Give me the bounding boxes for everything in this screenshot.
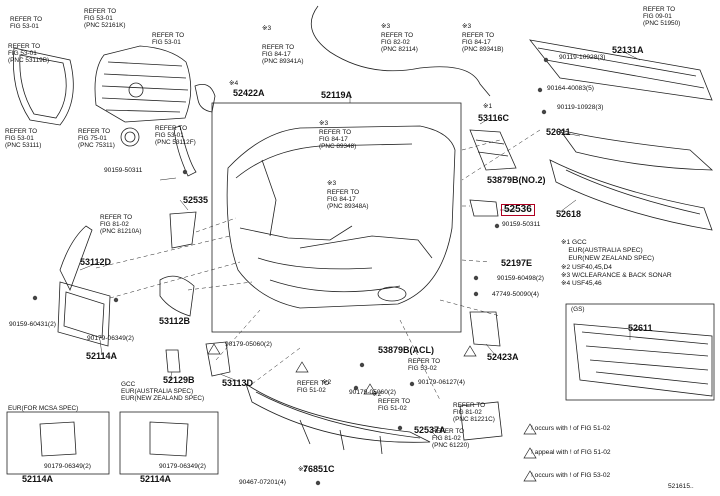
part-number-label[interactable]: 52537A bbox=[414, 425, 446, 435]
fastener-part-number[interactable]: 90159-50311 bbox=[502, 221, 541, 228]
inset-caption: EUR(FOR MCSA SPEC) bbox=[8, 405, 79, 412]
fastener-part-number[interactable]: 90179-05060(2) bbox=[225, 341, 272, 348]
fastener-part-number[interactable]: 90179-05060(2) bbox=[349, 389, 396, 396]
part-number-label[interactable]: 52129B bbox=[163, 375, 195, 385]
refer-to-figure-note[interactable]: REFER TO FIG 81-02 (PNC 81221C) bbox=[453, 402, 495, 424]
spec-marker: ※1 bbox=[483, 103, 493, 110]
refer-to-figure-note[interactable]: REFER TO FIG 51-02 bbox=[378, 398, 411, 413]
fastener-part-number[interactable]: 90119-10928(3) bbox=[557, 104, 604, 111]
part-number-label[interactable]: 52114A bbox=[86, 351, 118, 361]
inset-caption: GCC EUR(AUSTRALIA SPEC) EUR(NEW ZEALAND … bbox=[121, 381, 205, 403]
spec-marker: ※3 bbox=[262, 25, 272, 32]
fastener-part-number[interactable]: 90159-60498(2) bbox=[497, 275, 544, 282]
part-number-label[interactable]: 53879B(NO.2) bbox=[487, 175, 546, 185]
part-number-label[interactable]: 53112B bbox=[159, 316, 191, 326]
upper-grille bbox=[13, 45, 216, 147]
spec-marker: ※3 bbox=[381, 23, 391, 30]
inset-caption: (GS) bbox=[571, 306, 585, 313]
part-number-label[interactable]: 53112D bbox=[80, 257, 112, 267]
refer-to-figure-note[interactable]: REFER TO FIG 82-02 (PNC 82114) bbox=[381, 32, 418, 54]
refer-to-figure-note[interactable]: REFER TO FIG 84-17 (PNC 89341A) bbox=[262, 44, 304, 66]
part-number-label[interactable]: 53879B(ACL) bbox=[378, 345, 435, 355]
legend-warning-triangles bbox=[207, 343, 537, 482]
refer-to-figure-note[interactable]: REFER TO FIG 53-01 (PNC 53111) bbox=[5, 128, 42, 150]
spec-marker: ※3 bbox=[462, 23, 472, 30]
fastener-part-number[interactable]: 90164-40083(5) bbox=[547, 85, 594, 92]
mcsa-inset-box bbox=[6, 411, 110, 475]
fastener-part-number[interactable]: 90179-06349(2) bbox=[159, 463, 206, 470]
part-number-label[interactable]: 52131A bbox=[612, 45, 644, 55]
gs-inset-box bbox=[565, 303, 715, 401]
fastener-part-number[interactable]: 90179-06349(2) bbox=[44, 463, 91, 470]
legend-row: ! appeal with ! of FIG 51-02 bbox=[531, 449, 611, 456]
part-number-label[interactable]: 52611 bbox=[546, 127, 571, 137]
refer-to-figure-note[interactable]: REFER TO FIG 51-02 bbox=[297, 380, 330, 395]
part-number-label[interactable]: 53116C bbox=[478, 113, 510, 123]
fastener-part-number[interactable]: 90159-50311 bbox=[104, 167, 143, 174]
spec-marker: ※3 bbox=[327, 180, 337, 187]
lower-spoiler bbox=[245, 383, 431, 455]
refer-to-figure-note[interactable]: REFER TO FIG 81-02 (PNC 61220) bbox=[432, 428, 470, 450]
spec-marker: ※4 bbox=[229, 80, 239, 87]
part-number-label[interactable]: 53113D bbox=[222, 378, 254, 388]
front-bumper-cover bbox=[226, 125, 456, 309]
part-number-label[interactable]: 52114A bbox=[22, 474, 54, 484]
refer-to-figure-note[interactable]: REFER TO FIG 53-01 (PNC 53119B) bbox=[8, 43, 50, 65]
part-number-label[interactable]: 52618 bbox=[556, 209, 582, 219]
diagram-code: 521615.. bbox=[668, 483, 694, 490]
refer-to-figure-note[interactable]: REFER TO FIG 53-01 bbox=[10, 16, 43, 31]
highlighted-part-number[interactable]: 52536 bbox=[501, 204, 535, 216]
fastener-markers bbox=[32, 57, 549, 486]
spec-notes: ※1 GCC EUR(AUSTRALIA SPEC) EUR(NEW ZEALA… bbox=[561, 239, 672, 288]
refer-to-figure-note[interactable]: REFER TO FIG 53-01 bbox=[152, 32, 185, 47]
refer-to-figure-note[interactable]: REFER TO FIG 53-01 (PNC 53112F) bbox=[155, 125, 196, 147]
part-number-label[interactable]: 52535 bbox=[183, 195, 209, 205]
bumper-reinforcement bbox=[529, 39, 714, 397]
refer-to-figure-note[interactable]: REFER TO FIG 84-17 (PNC 89348A) bbox=[327, 189, 369, 211]
brackets bbox=[39, 125, 517, 457]
part-number-label[interactable]: 52197E bbox=[501, 258, 533, 268]
refer-to-figure-note[interactable]: REFER TO FIG 53-01 (PNC 52161K) bbox=[84, 8, 126, 30]
refer-to-figure-note[interactable]: REFER TO FIG 84-17 (PNC 89341B) bbox=[462, 32, 504, 54]
part-number-label[interactable]: 52114A bbox=[140, 474, 172, 484]
leader-lines bbox=[79, 49, 641, 441]
refer-to-figure-note[interactable]: REFER TO FIG 84-17 (PNC 89348) bbox=[319, 129, 357, 151]
part-number-label[interactable]: 52423A bbox=[487, 352, 519, 362]
fastener-part-number[interactable]: 90159-60431(2) bbox=[9, 321, 56, 328]
part-number-label[interactable]: 76851C bbox=[303, 464, 335, 474]
projection-lines bbox=[95, 129, 541, 401]
wire-harness bbox=[310, 5, 491, 97]
fastener-part-number[interactable]: 90179-06127(4) bbox=[418, 379, 465, 386]
gcc-inset-box bbox=[119, 411, 219, 475]
legend-row: ! occurs with ! of FIG 51-02 bbox=[531, 425, 611, 432]
bumper-assembly-box bbox=[211, 102, 462, 333]
spec-marker: ※2 bbox=[298, 466, 308, 473]
fastener-part-number[interactable]: 90467-07201(4) bbox=[239, 479, 286, 486]
spec-marker: ※2 bbox=[322, 379, 332, 386]
refer-to-figure-note[interactable]: REFER TO FIG 53-02 bbox=[408, 358, 441, 373]
spec-marker: ※2 bbox=[372, 391, 382, 398]
fastener-part-number[interactable]: 90119-10928(3) bbox=[559, 54, 606, 61]
refer-to-figure-note[interactable]: REFER TO FIG 75-01 (PNC 75311) bbox=[78, 128, 115, 150]
spec-marker: ※3 bbox=[319, 120, 329, 127]
fastener-part-number[interactable]: 47749-50090(4) bbox=[492, 291, 539, 298]
refer-to-figure-note[interactable]: REFER TO FIG 09-01 (PNC 51950) bbox=[643, 6, 681, 28]
legend-row: ! occurs with ! of FIG 53-02 bbox=[531, 472, 611, 479]
part-number-label[interactable]: 52611 bbox=[628, 323, 653, 333]
refer-to-figure-note[interactable]: REFER TO FIG 81-02 (PNC 81210A) bbox=[100, 214, 142, 236]
part-number-label[interactable]: 52119A bbox=[321, 90, 353, 100]
part-number-label[interactable]: 52422A bbox=[233, 88, 265, 98]
fastener-part-number[interactable]: 90179-06349(2) bbox=[87, 335, 134, 342]
